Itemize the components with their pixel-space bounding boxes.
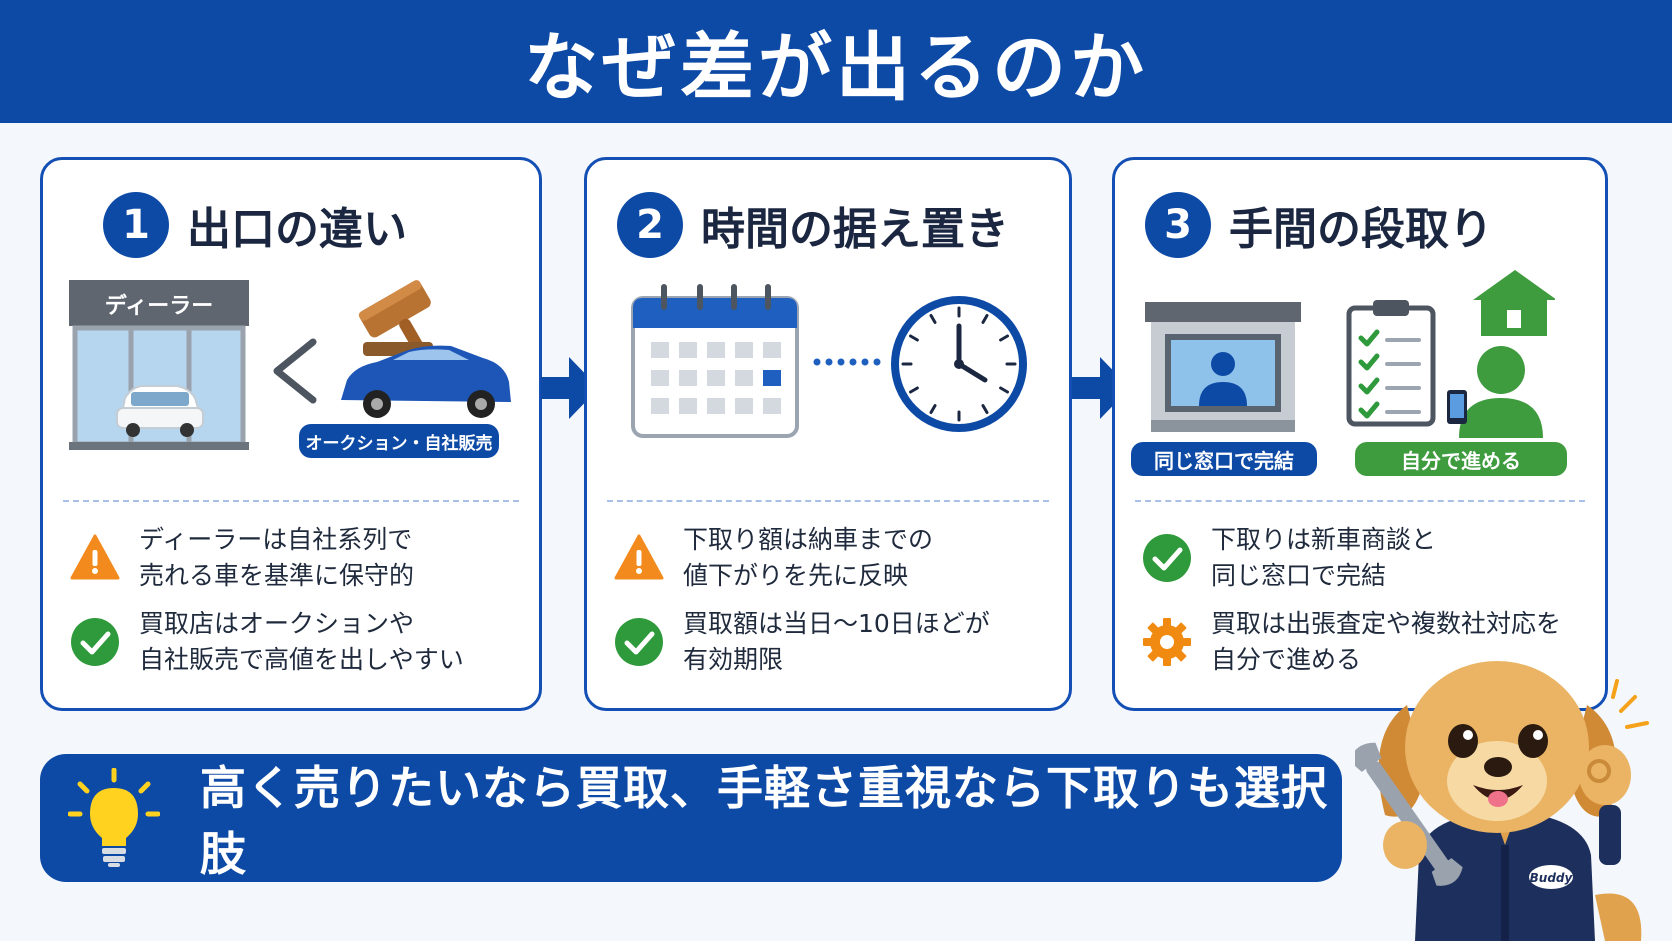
point-item: 下取り額は納車までの 値下がりを先に反映 bbox=[613, 522, 933, 594]
step-number-badge: 2 bbox=[617, 192, 683, 258]
dealership-icon bbox=[69, 280, 249, 450]
self-checklist-icon bbox=[1346, 270, 1555, 438]
point-item: ディーラーは自社系列で 売れる車を基準に保守的 bbox=[69, 522, 414, 594]
less-than-icon bbox=[273, 338, 317, 404]
calendar-icon bbox=[631, 284, 799, 438]
card-time-hold: 2 時間の据え置き bbox=[584, 157, 1072, 711]
point-item: 買取額は当日〜10日ほどが 有効期限 bbox=[613, 606, 990, 678]
warning-icon bbox=[70, 534, 120, 580]
card-title: 時間の据え置き bbox=[701, 204, 1009, 255]
point-text: 買取は出張査定や複数社対応を 自分で進める bbox=[1211, 609, 1562, 674]
step-number-badge: 1 bbox=[103, 192, 169, 258]
card-title: 出口の違い bbox=[187, 204, 407, 255]
conclusion-text: 高く売りたいなら買取、手軽さ重視なら下取りも選択肢 bbox=[200, 761, 1328, 881]
warning-icon bbox=[614, 534, 664, 580]
card-divider bbox=[607, 500, 1049, 502]
check-circle-icon bbox=[615, 618, 663, 666]
card-exit-difference: 1 出口の違い ディーラー オークション・自社販売 bbox=[40, 157, 542, 711]
dotted-line-icon bbox=[813, 358, 881, 366]
same-window-badge: 同じ窓口で完結 bbox=[1131, 442, 1317, 476]
card-title: 手間の段取り bbox=[1229, 204, 1493, 255]
point-item: 下取りは新車商談と 同じ窓口で完結 bbox=[1141, 522, 1436, 594]
check-circle-icon bbox=[71, 618, 119, 666]
auction-car-icon bbox=[341, 280, 511, 418]
mascot-patch-label: Buddy bbox=[1530, 871, 1574, 885]
point-text: 買取店はオークションや 自社販売で高値を出しやすい bbox=[139, 609, 464, 674]
dealer-sign-label: ディーラー bbox=[104, 294, 214, 319]
clock-icon bbox=[891, 296, 1027, 432]
card-effort-arrangement: 3 手間の段取り 同じ窓口で完結 自分で進める bbox=[1112, 157, 1608, 711]
point-item: 買取店はオークションや 自社販売で高値を出しやすい bbox=[69, 606, 464, 678]
point-text: 下取り額は納車までの 値下がりを先に反映 bbox=[683, 525, 934, 590]
point-text: 下取りは新車商談と 同じ窓口で完結 bbox=[1211, 525, 1437, 590]
gear-icon bbox=[1143, 618, 1191, 666]
card-title-row: 2 時間の据え置き bbox=[617, 192, 1009, 258]
conclusion-banner: 高く売りたいなら買取、手軽さ重視なら下取りも選択肢 bbox=[40, 754, 1342, 882]
point-item: 買取は出張査定や複数社対応を 自分で進める bbox=[1141, 606, 1561, 678]
service-window-icon bbox=[1145, 302, 1301, 432]
self-proceed-badge: 自分で進める bbox=[1355, 442, 1567, 476]
step-number-badge: 3 bbox=[1145, 192, 1211, 258]
card-divider bbox=[1135, 500, 1585, 502]
card-divider bbox=[63, 500, 519, 502]
point-text: ディーラーは自社系列で 売れる車を基準に保守的 bbox=[139, 525, 415, 590]
page-title: なぜ差が出るのか bbox=[524, 25, 1148, 111]
check-circle-icon bbox=[1143, 534, 1191, 582]
card-title-row: 3 手間の段取り bbox=[1145, 192, 1493, 258]
mascot-dog-icon: Buddy bbox=[1355, 661, 1649, 941]
auction-badge: オークション・自社販売 bbox=[299, 424, 499, 458]
card-title-row: 1 出口の違い bbox=[103, 192, 407, 258]
lightbulb-icon bbox=[68, 768, 160, 867]
point-text: 買取額は当日〜10日ほどが 有効期限 bbox=[683, 609, 990, 674]
header-banner: なぜ差が出るのか bbox=[0, 0, 1672, 123]
